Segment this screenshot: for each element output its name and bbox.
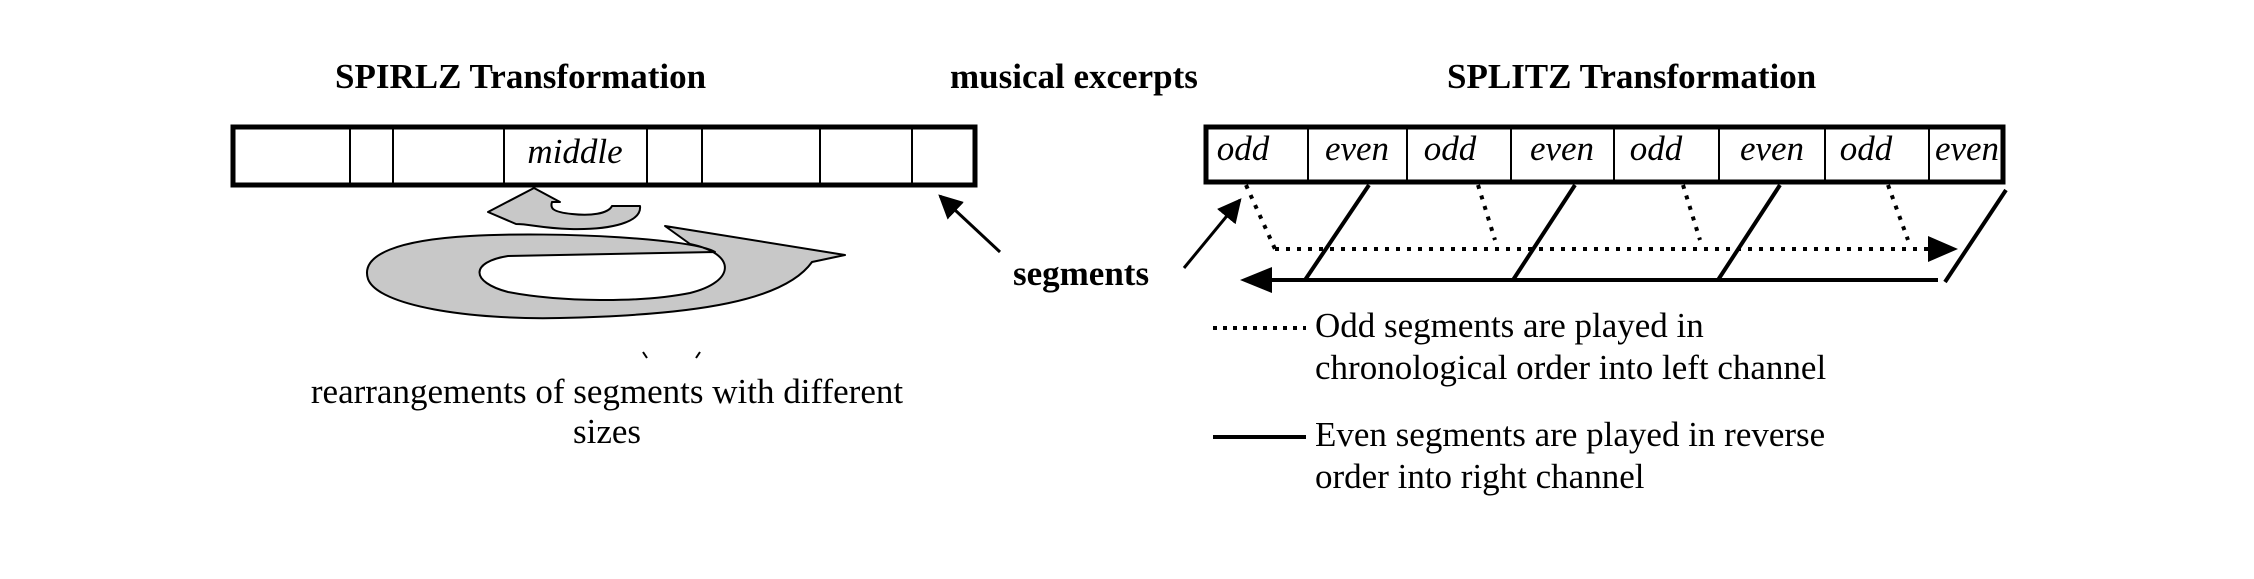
spirlz-caption-line1: rearrangements of segments with differen… — [311, 372, 903, 411]
odd-path-arrowhead — [1928, 236, 1958, 262]
even-path-arrowhead — [1240, 267, 1272, 293]
segments-pointer-left — [938, 194, 1002, 254]
even-legend-line2: order into right channel — [1315, 457, 1645, 496]
even-legend-line1: Even segments are played in reverse — [1315, 415, 1825, 454]
odd-routing-lines — [1244, 184, 1935, 251]
spiral-inner-arrow — [487, 187, 642, 231]
spirlz-caption-line2: sizes — [573, 412, 641, 451]
spirlz-rearrangement-arrows — [366, 187, 846, 320]
odd-drop-line — [1681, 184, 1702, 241]
odd-drop-line — [1886, 184, 1910, 241]
splitz-segment-label: even — [1740, 129, 1804, 168]
splitz-segment-label: odd — [1217, 129, 1270, 168]
even-drop-line — [1943, 188, 2008, 284]
odd-legend-line1: Odd segments are played in — [1315, 306, 1704, 345]
odd-drop-line — [1476, 184, 1497, 241]
spiral-outer-arrow — [366, 225, 846, 320]
splitz-segment-label: odd — [1424, 129, 1477, 168]
even-drop-line — [1303, 183, 1371, 282]
splitz-segment-bar: odd even odd even odd even odd even — [1203, 124, 2006, 185]
splitz-segment-label: odd — [1630, 129, 1683, 168]
odd-drop-line — [1244, 184, 1277, 250]
caption-tick-mark — [695, 351, 701, 359]
splitz-segment-label: even — [1530, 129, 1594, 168]
splitz-segment-label: even — [1935, 129, 1999, 168]
spirlz-segment-bar: middle — [230, 124, 978, 188]
caption-tick-mark — [642, 351, 648, 359]
spirlz-title: SPIRLZ Transformation — [335, 57, 706, 96]
splitz-title: SPLITZ Transformation — [1447, 57, 1816, 96]
odd-legend-line2: chronological order into left channel — [1315, 348, 1826, 387]
segments-pointer-right — [1182, 198, 1242, 269]
even-drop-line — [1716, 183, 1782, 282]
splitz-segment-label: even — [1325, 129, 1389, 168]
splitz-segment-label: odd — [1840, 129, 1893, 168]
musical-excerpts-label: musical excerpts — [950, 57, 1198, 96]
spirlz-bar-outline — [230, 124, 978, 188]
segments-label: segments — [1013, 254, 1149, 293]
even-drop-line — [1511, 183, 1577, 282]
spirlz-middle-label: middle — [527, 132, 622, 171]
splitz-bar-outline — [1203, 124, 2006, 185]
even-routing-lines — [1268, 183, 2008, 284]
